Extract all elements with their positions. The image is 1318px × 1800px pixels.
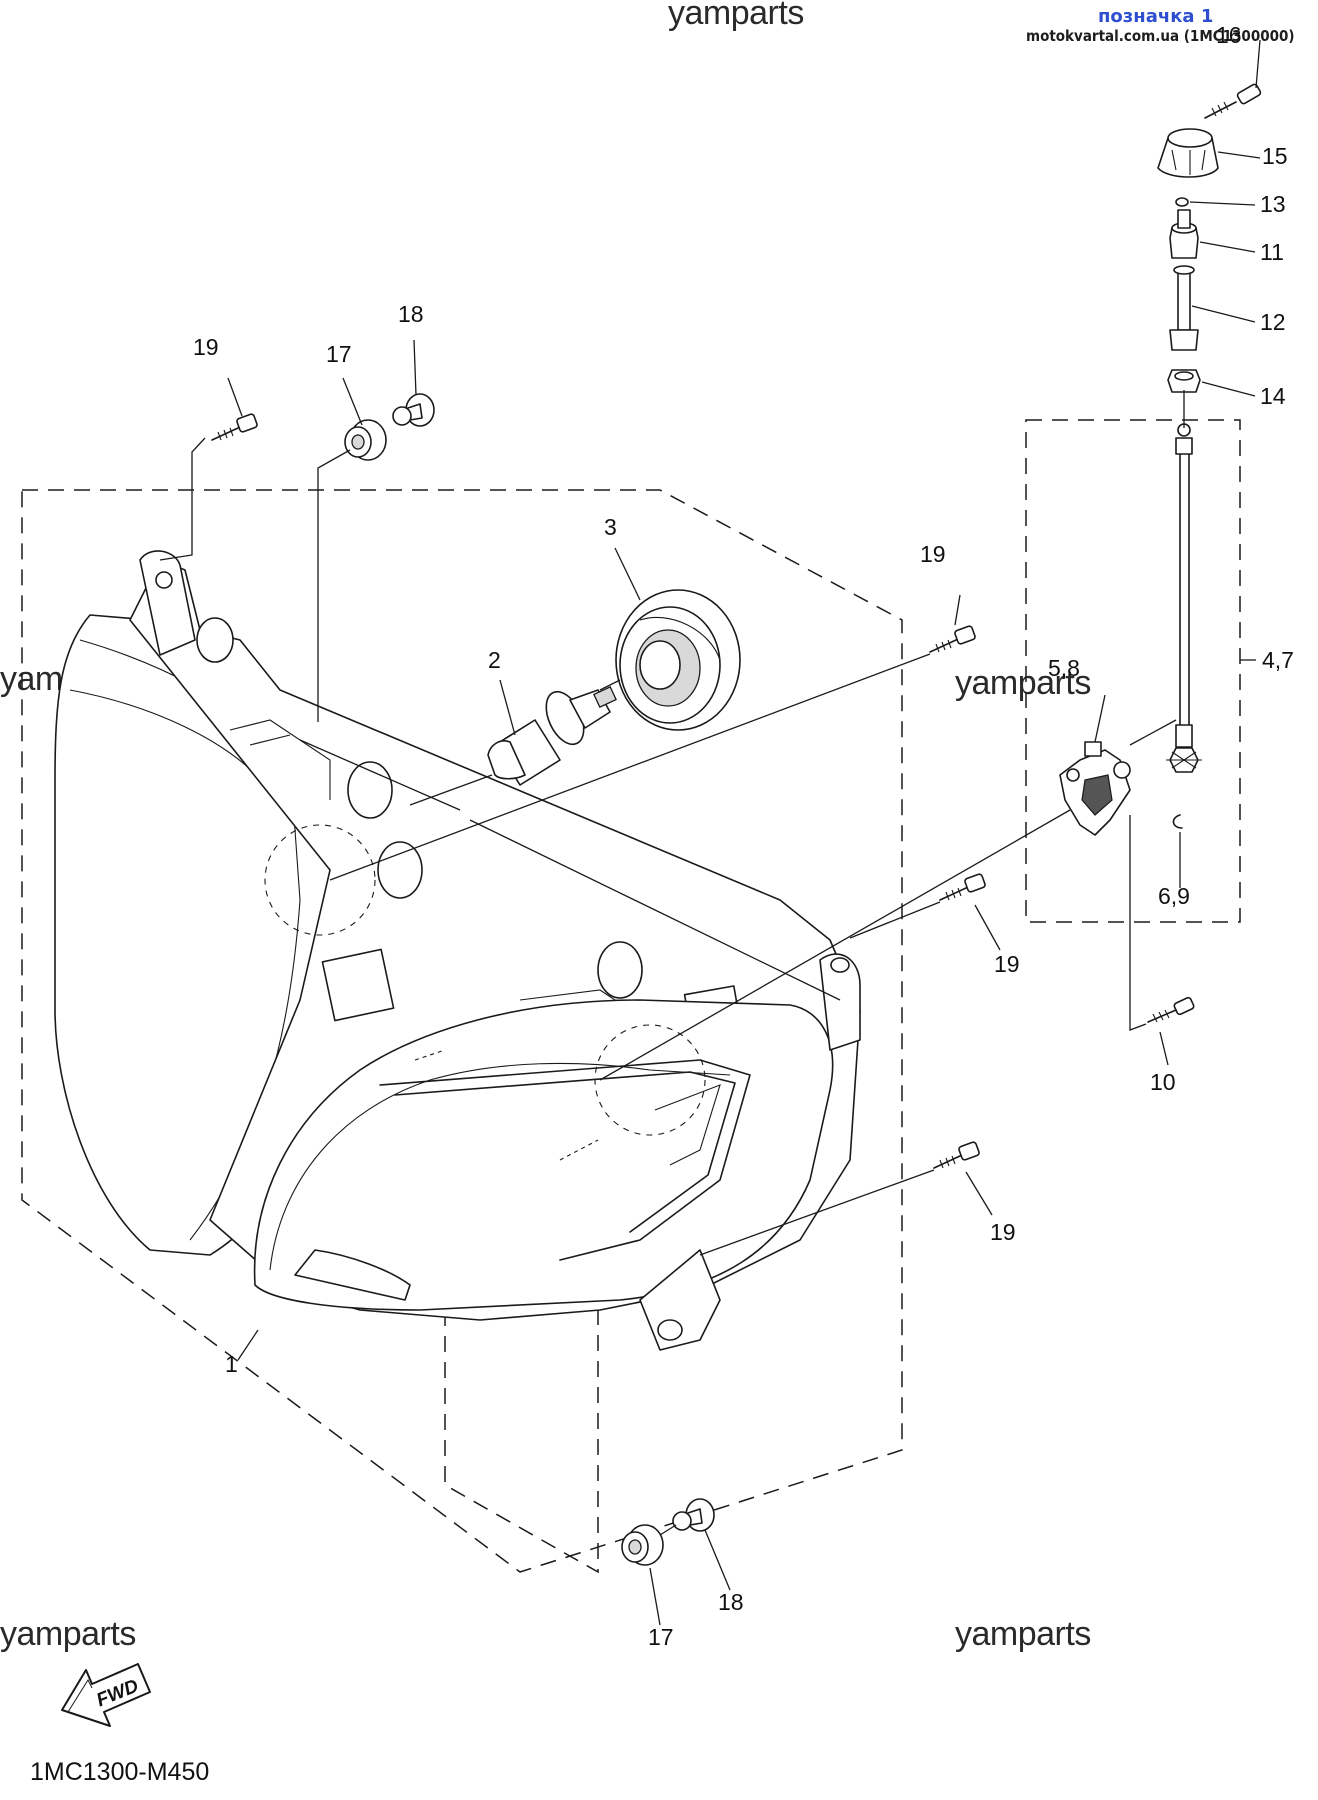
screw-19-right-upper [929,625,976,653]
collar-18-bottom [672,1498,715,1532]
bulb-cover [615,589,741,731]
callout-19-top-left: 19 [193,334,219,360]
callout-11: 11 [1260,239,1284,265]
callout-12: 12 [1260,309,1286,335]
grommet-17-top [344,419,387,461]
screw-19-top-left [211,413,258,441]
headlight-housing [54,550,861,1351]
header-source: motokvartal.com.ua (1MC1300000) [1026,27,1295,45]
watermark-bottom-right: yamparts [955,1615,1091,1653]
assembly-boundary [21,489,903,1573]
adjuster-assembly [1059,83,1262,1023]
watermark-right: yamparts [955,664,1091,702]
headlight-bulb [487,685,617,786]
callout-19-right-upper: 19 [920,541,946,567]
callout-3: 3 [604,514,617,540]
callout-14: 14 [1260,383,1286,409]
grommet-17-bottom [621,1524,664,1566]
callout-17-top: 17 [326,341,352,367]
collar-18-top [392,393,435,427]
callout-19-right-middle: 19 [994,951,1020,977]
callout-5-8: 5,8 [1048,655,1080,681]
screw-19-right-middle [939,873,986,901]
callout-10: 10 [1150,1069,1176,1095]
leader-lines [159,390,1185,1536]
callout-4-7: 4,7 [1262,647,1294,673]
screw-19-right-lower [933,1141,980,1169]
callout-18-bottom: 18 [718,1589,744,1615]
watermark-top: yamparts [668,0,804,32]
callout-6-9: 6,9 [1158,883,1190,909]
header-label: позначка 1 [1098,6,1214,27]
watermark-bottom-left: yamparts [0,1615,136,1653]
callout-1: 1 [225,1351,238,1377]
adjuster-subassembly-box [1025,419,1241,923]
callout-2: 2 [488,647,501,673]
fwd-arrow-icon: FWD [61,1663,151,1727]
callout-18-top: 18 [398,301,424,327]
callout-15: 15 [1262,143,1288,169]
callout-17-bottom: 17 [648,1624,674,1650]
callout-pointers [227,39,1261,1626]
callout-16: 16 [1216,22,1242,48]
diagram-code: 1MC1300-M450 [30,1758,210,1786]
callout-19-right-lower: 19 [990,1219,1016,1245]
callout-13: 13 [1260,191,1286,217]
